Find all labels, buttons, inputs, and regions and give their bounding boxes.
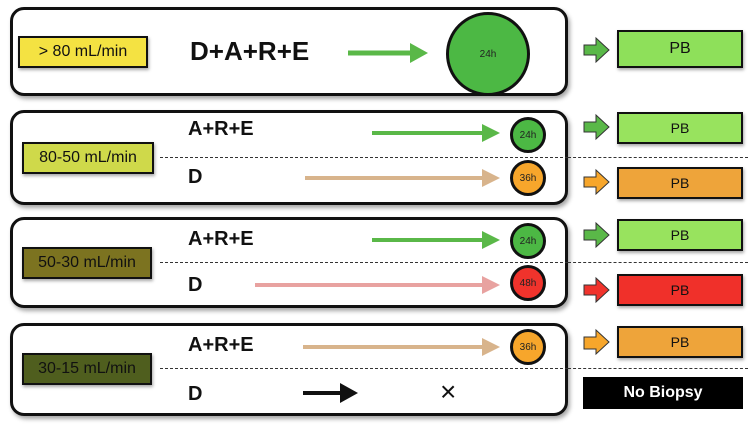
drug-combo-label: D+A+R+E [190, 36, 310, 66]
chevron-right-icon [583, 221, 610, 249]
gfr-label-50-30: 50-30 mL/min [22, 247, 152, 279]
no-biopsy-box: No Biopsy [583, 377, 743, 409]
chevron-right-icon [583, 328, 610, 356]
drug-label-d: D [188, 166, 203, 188]
time-circle-24h: 24h [446, 12, 530, 96]
arrow-icon [303, 338, 500, 356]
arrow-icon [372, 124, 500, 142]
row-divider [160, 157, 568, 158]
result-pb-box: PB [617, 219, 743, 251]
row-divider-outer [568, 157, 748, 158]
arrow-icon [303, 383, 358, 403]
chevron-right-icon [583, 276, 610, 304]
result-pb-box: PB [617, 30, 743, 68]
gfr-label-30-15: 30-15 mL/min [22, 353, 152, 385]
time-circle-24h: 24h [510, 117, 546, 153]
chevron-right-icon [583, 36, 610, 64]
arrow-icon [348, 43, 428, 63]
gfr-label-above-80: > 80 mL/min [18, 36, 148, 68]
drug-combo-label: A+R+E [188, 118, 254, 140]
arrow-icon [372, 231, 500, 249]
row-divider-outer [568, 262, 748, 263]
gfr-label-80-50: 80-50 mL/min [22, 142, 154, 174]
arrow-icon [305, 169, 500, 187]
time-circle-24h: 24h [510, 223, 546, 259]
result-pb-box: PB [617, 112, 743, 144]
result-pb-box: PB [617, 274, 743, 306]
drug-combo-label: A+R+E [188, 334, 254, 356]
drug-combo-label: A+R+E [188, 228, 254, 250]
arrow-icon [255, 276, 500, 294]
chevron-right-icon [583, 113, 610, 141]
time-circle-36h: 36h [510, 160, 546, 196]
time-circle-36h: 36h [510, 329, 546, 365]
drug-label-d: D [188, 274, 203, 296]
result-pb-box: PB [617, 326, 743, 358]
time-circle-48h: 48h [510, 265, 546, 301]
result-pb-box: PB [617, 167, 743, 199]
row-divider-outer [568, 368, 748, 369]
no-dose-cross-mark: × [440, 376, 457, 407]
chevron-right-icon [583, 168, 610, 196]
row-divider [160, 368, 568, 369]
drug-label-d: D [188, 383, 203, 405]
row-divider [160, 262, 568, 263]
